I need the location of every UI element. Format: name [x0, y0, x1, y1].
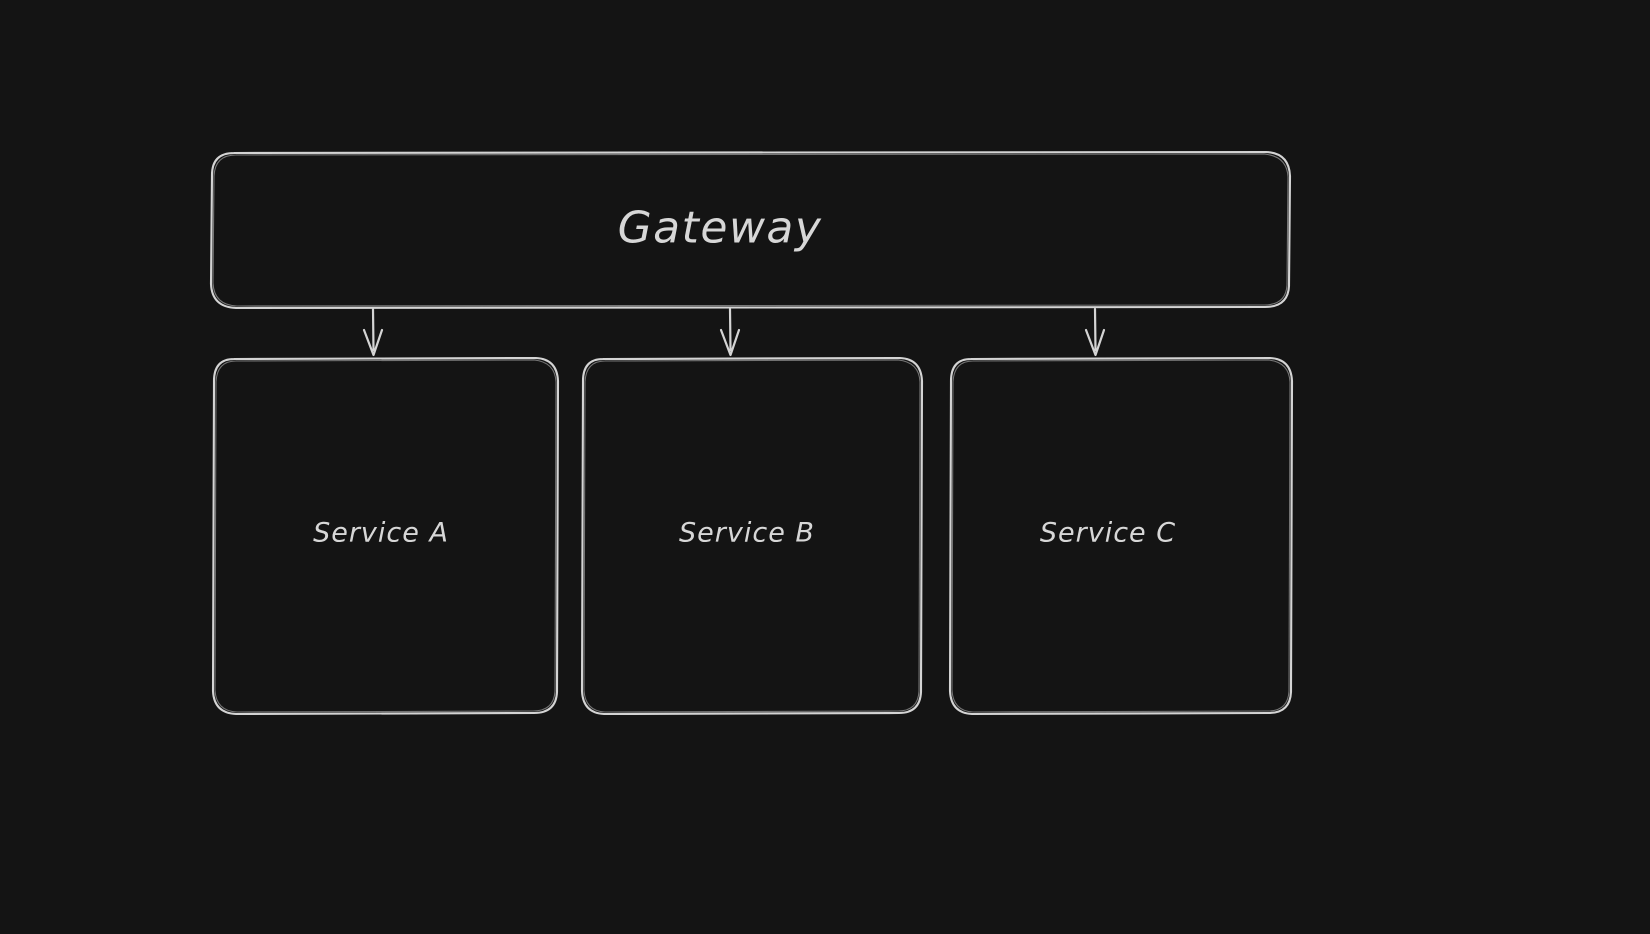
- node-service-a[interactable]: [213, 358, 558, 714]
- edge-gateway-to-service-c: [1084, 307, 1106, 357]
- node-service-b[interactable]: [582, 358, 922, 714]
- node-service-a-shape[interactable]: [211, 356, 560, 716]
- node-service-c[interactable]: [950, 358, 1292, 714]
- node-gateway-shape[interactable]: [209, 150, 1292, 310]
- edge-gateway-to-service-b: [719, 307, 741, 357]
- node-gateway[interactable]: [211, 152, 1290, 308]
- edge-gateway-to-service-a: [362, 307, 384, 357]
- node-service-b-shape[interactable]: [580, 356, 924, 716]
- node-service-c-shape[interactable]: [948, 356, 1294, 716]
